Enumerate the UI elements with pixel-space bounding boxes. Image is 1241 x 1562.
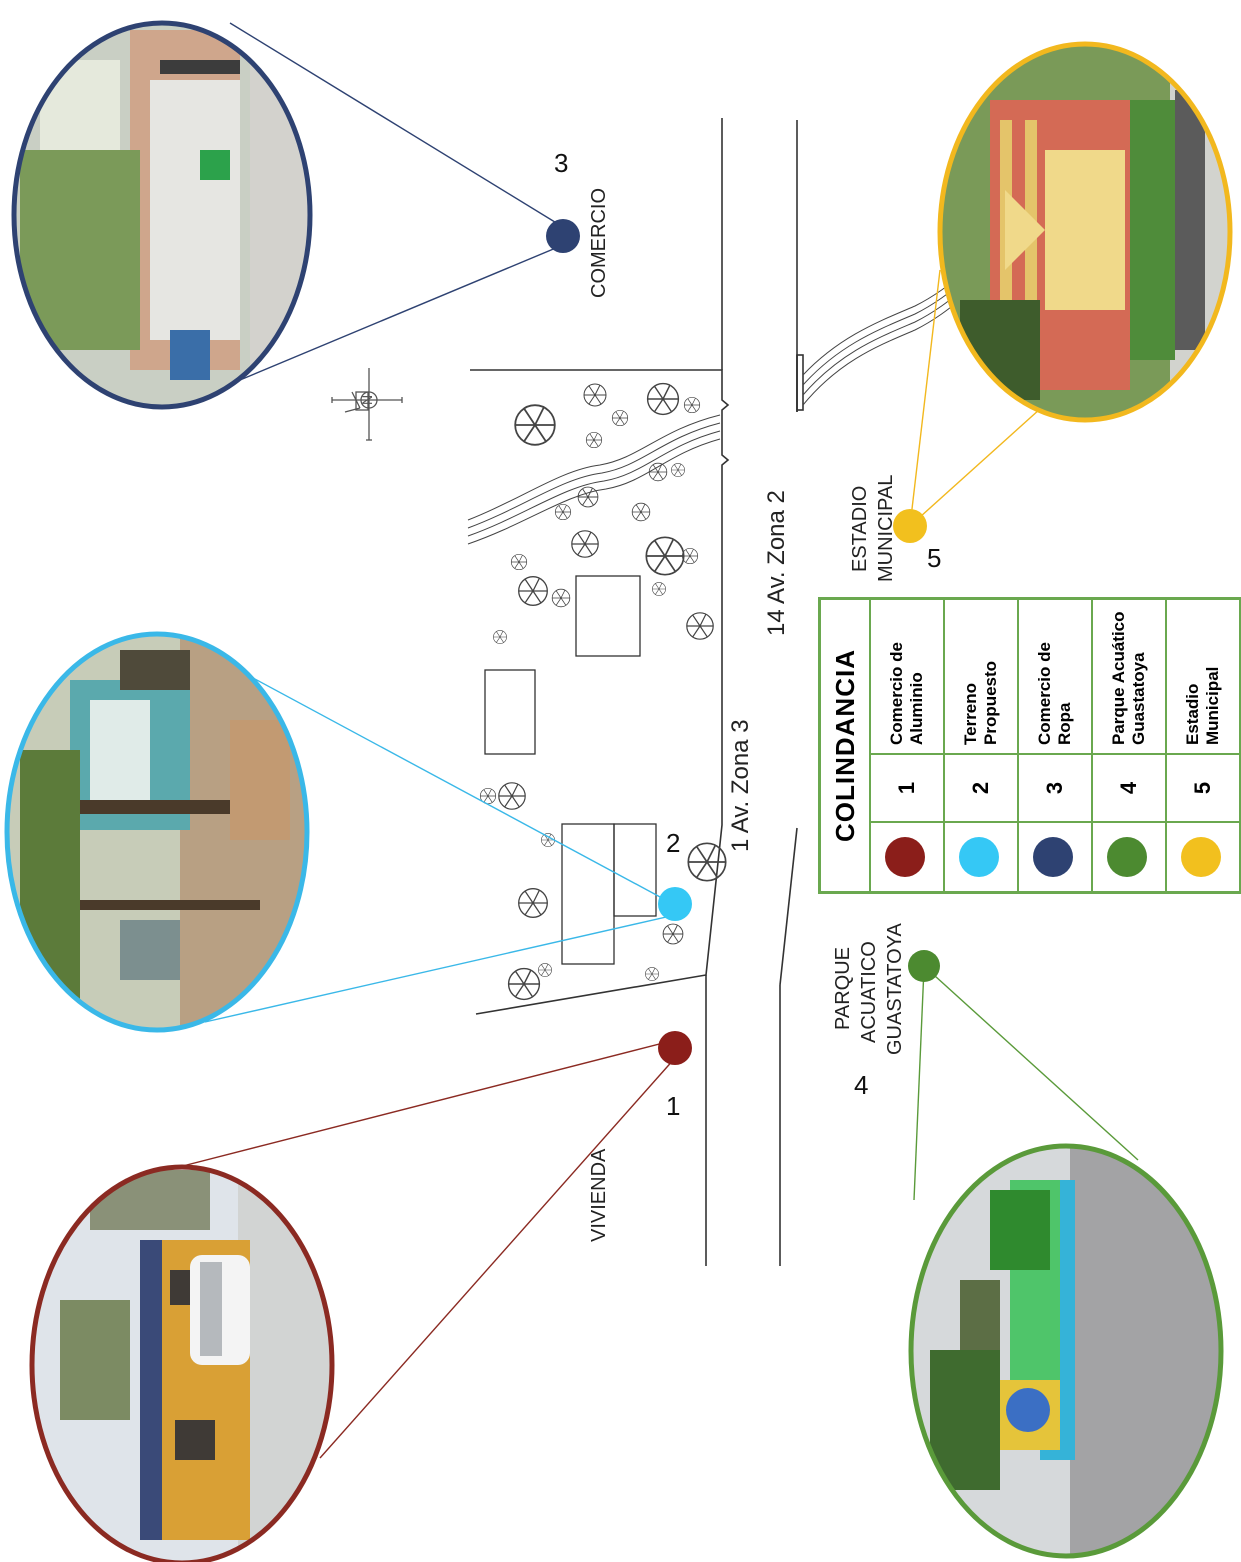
legend-dot-1 bbox=[884, 837, 925, 877]
legend-row: 1 Comercio de Aluminio bbox=[870, 598, 944, 893]
legend-num-1: 1 bbox=[870, 754, 944, 822]
legend-row: 5 Estadio Municipal bbox=[1166, 598, 1241, 893]
legend-name-line: Guastatoya bbox=[1129, 652, 1148, 745]
photo-1 bbox=[29, 1164, 335, 1562]
north-arrow-icon: N bbox=[331, 368, 403, 441]
marker-label-5: 5 bbox=[927, 543, 941, 573]
legend-num-3: 3 bbox=[1018, 754, 1092, 822]
photo-5 bbox=[937, 41, 1233, 423]
legend-name-line: Municipal bbox=[1203, 666, 1222, 745]
marker-label-4: 4 bbox=[854, 1070, 868, 1100]
marker-label-2: 2 bbox=[666, 828, 680, 858]
legend-name-line: Ropa bbox=[1055, 702, 1074, 746]
legend-dot-3 bbox=[1032, 837, 1073, 877]
legend-name-2: Terreno Propuesto bbox=[944, 598, 1018, 754]
legend-name-line: Propuesto bbox=[981, 660, 1000, 745]
marker-3 bbox=[546, 219, 580, 253]
legend-dot-2 bbox=[958, 837, 999, 877]
marker-5 bbox=[893, 509, 927, 543]
marker-2 bbox=[658, 887, 692, 921]
legend-name-line: Aluminio bbox=[907, 672, 926, 745]
place-label-parque-1: PARQUE bbox=[832, 947, 854, 1030]
legend-name-3: Comercio de Ropa bbox=[1018, 598, 1092, 754]
street-label-14av: 14 Av. Zona 2 bbox=[763, 490, 790, 636]
legend-row: 4 Parque Acuático Guastatoya bbox=[1092, 598, 1166, 893]
roads bbox=[705, 118, 804, 1266]
legend-row: 3 Comercio de Ropa bbox=[1018, 598, 1092, 893]
place-label-estadio-1: ESTADIO bbox=[849, 486, 871, 572]
legend-num-2: 2 bbox=[944, 754, 1018, 822]
marker-1 bbox=[658, 1031, 692, 1065]
site-boundary bbox=[470, 369, 730, 1015]
legend: COLINDANCIA 1 Comercio de Aluminio 2 Ter… bbox=[818, 597, 1241, 894]
legend-num-4: 4 bbox=[1092, 754, 1166, 822]
legend-name-line: Estadio bbox=[1183, 683, 1202, 745]
legend-title: COLINDANCIA bbox=[819, 598, 870, 893]
legend-name-line: Parque Acuático bbox=[1109, 611, 1128, 745]
buildings bbox=[484, 575, 657, 965]
legend-name-4: Parque Acuático Guastatoya bbox=[1092, 598, 1166, 754]
place-label-vivienda: VIVIENDA bbox=[588, 1148, 610, 1242]
place-label-parque-3: GUASTATOYA bbox=[884, 922, 906, 1055]
place-label-estadio-2: MUNICIPAL bbox=[875, 475, 897, 582]
marker-4 bbox=[908, 950, 940, 982]
legend-num-5: 5 bbox=[1166, 754, 1241, 822]
street-label-1av: 1 Av. Zona 3 bbox=[727, 719, 754, 852]
wavy-paths bbox=[467, 275, 961, 545]
legend-name-line: Comercio de bbox=[1035, 642, 1054, 745]
photo-4 bbox=[908, 1143, 1224, 1559]
svg-text:N: N bbox=[359, 395, 375, 405]
leader-lines bbox=[174, 22, 1139, 1459]
legend-dot-4 bbox=[1106, 837, 1147, 877]
legend-dot-5 bbox=[1180, 837, 1221, 877]
legend-table: COLINDANCIA 1 Comercio de Aluminio 2 Ter… bbox=[818, 597, 1241, 894]
legend-name-5: Estadio Municipal bbox=[1166, 598, 1241, 754]
legend-row: 2 Terreno Propuesto bbox=[944, 598, 1018, 893]
legend-name-1: Comercio de Aluminio bbox=[870, 598, 944, 754]
photo-2 bbox=[4, 631, 310, 1033]
legend-name-line: Terreno bbox=[961, 682, 980, 745]
photo-3 bbox=[11, 20, 313, 410]
legend-name-line: Comercio de bbox=[887, 642, 906, 745]
place-label-comercio: COMERCIO bbox=[588, 188, 610, 298]
marker-label-3: 3 bbox=[554, 148, 568, 178]
place-label-parque-2: ACUATICO bbox=[858, 941, 880, 1043]
marker-label-1: 1 bbox=[666, 1091, 680, 1121]
